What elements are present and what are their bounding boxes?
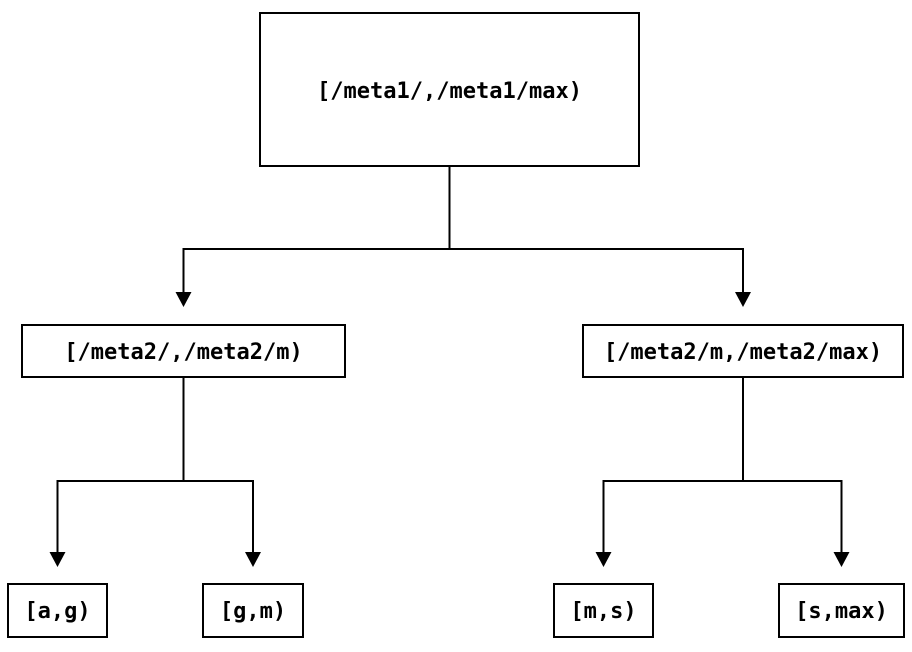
- node-leaf-ag-label: [a,g): [24, 599, 90, 624]
- arrowhead-down-icon: [49, 552, 66, 567]
- edge-group-left-subtree: [56, 377, 254, 552]
- node-leaf-gm-box: [202, 583, 304, 638]
- edge-root-to-meta2-low: [182, 248, 450, 292]
- node-meta2-low: [/meta2/,/meta2/m): [21, 324, 346, 378]
- node-leaf-smax: [s,max): [778, 583, 905, 638]
- edge-meta2-high-to-ms: [602, 480, 743, 552]
- node-meta2-high-box: [582, 324, 904, 378]
- node-leaf-smax-box: [778, 583, 905, 638]
- node-leaf-ms-box: [553, 583, 654, 638]
- edge-meta2-low-to-ag: [56, 480, 184, 552]
- node-leaf-gm: [g,m): [202, 583, 304, 638]
- edge-group-level1: [182, 166, 744, 292]
- node-leaf-gm-label: [g,m): [220, 599, 286, 624]
- node-meta2-high: [/meta2/m,/meta2/max): [582, 324, 904, 378]
- arrowhead-down-icon: [175, 292, 192, 307]
- arrowhead-down-icon: [595, 552, 612, 567]
- edge-meta2-high-to-smax: [743, 480, 843, 552]
- node-meta2-low-box: [21, 324, 346, 378]
- arrowhead-down-icon: [735, 292, 751, 307]
- node-leaf-ag-box: [7, 583, 108, 638]
- edge-meta2-low-to-gm: [183, 480, 254, 552]
- node-leaf-smax-label: [s,max): [795, 599, 888, 624]
- arrowhead-down-icon: [833, 552, 850, 567]
- arrowhead-down-icon: [245, 552, 261, 567]
- node-leaf-ms-label: [m,s): [570, 599, 636, 624]
- node-root: [/meta1/,/meta1/max): [259, 12, 640, 167]
- node-leaf-ag: [a,g): [7, 583, 108, 638]
- node-root-box: [259, 12, 640, 167]
- node-meta2-low-label: [/meta2/,/meta2/m): [64, 340, 302, 365]
- edge-root-to-meta2-high: [449, 248, 744, 292]
- node-root-label: [/meta1/,/meta1/max): [317, 79, 582, 104]
- node-leaf-ms: [m,s): [553, 583, 654, 638]
- edge-group-right-subtree: [602, 377, 843, 552]
- node-meta2-high-label: [/meta2/m,/meta2/max): [604, 340, 882, 365]
